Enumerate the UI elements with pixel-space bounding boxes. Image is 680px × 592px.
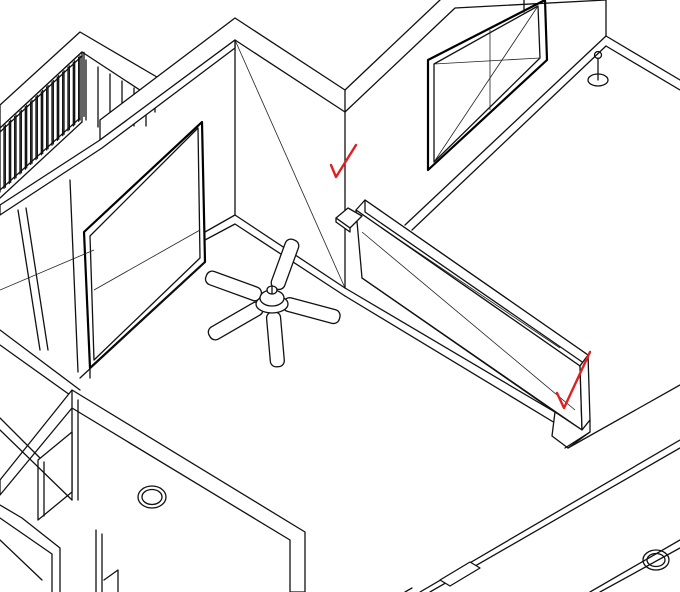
half-wall-railing bbox=[335, 199, 591, 449]
back-wall bbox=[344, 0, 607, 231]
checkmark-icon bbox=[329, 143, 358, 179]
checkmark-icon bbox=[555, 350, 592, 410]
lower-right-walls bbox=[404, 384, 680, 592]
recessed-light-icon bbox=[137, 485, 167, 509]
balcony-railing bbox=[0, 31, 163, 199]
upper-wall bbox=[0, 17, 346, 289]
room-floor bbox=[79, 214, 566, 427]
lower-walls bbox=[0, 389, 306, 592]
floor-lamp-icon bbox=[587, 50, 609, 87]
ceiling-fan-icon bbox=[204, 238, 341, 368]
recessed-light-icon bbox=[642, 549, 670, 571]
window bbox=[426, 0, 549, 172]
right-room bbox=[587, 35, 680, 91]
left-wall-lines bbox=[0, 179, 81, 396]
